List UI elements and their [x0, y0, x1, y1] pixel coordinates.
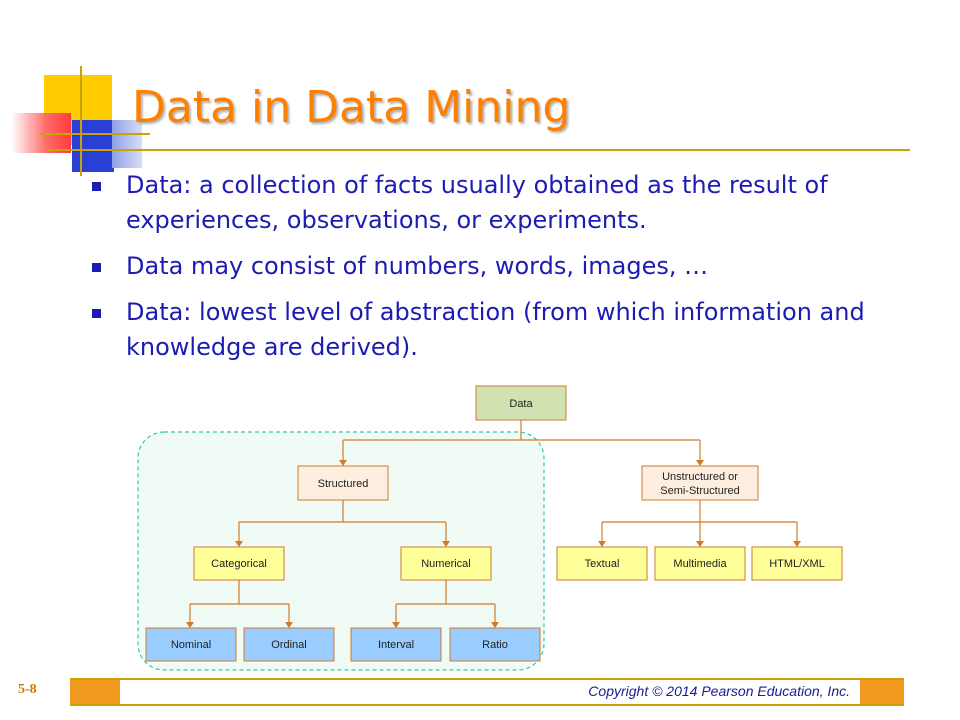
- connector-arrowheads: [186, 460, 801, 628]
- node-interval: Interval: [350, 627, 442, 662]
- node-html-xml: HTML/XML: [751, 546, 843, 581]
- node-unstructured: Unstructured or Semi-Structured: [641, 465, 759, 501]
- logo-vertical-line: [80, 66, 82, 176]
- footer-top-rule: [70, 678, 904, 680]
- title-divider: [48, 149, 910, 151]
- bullet-text: Data: a collection of facts usually obta…: [126, 171, 828, 234]
- structured-data-group: [137, 431, 545, 671]
- bullet-square-icon: [92, 309, 101, 318]
- logo-lavender-square: [112, 120, 142, 168]
- node-html-xml-label: HTML/XML: [769, 558, 825, 570]
- node-ordinal-label: Ordinal: [271, 639, 306, 651]
- logo-horizontal-line: [40, 133, 150, 135]
- node-nominal: Nominal: [145, 627, 237, 662]
- bullet-text: Data may consist of numbers, words, imag…: [126, 252, 709, 280]
- node-structured-label: Structured: [318, 478, 369, 490]
- bullet-item: Data: a collection of facts usually obta…: [92, 168, 952, 238]
- page-number: 5-8: [18, 682, 37, 697]
- node-interval-label: Interval: [378, 639, 414, 651]
- bullet-text: Data: lowest level of abstraction (from …: [126, 298, 865, 361]
- node-ratio: Ratio: [449, 627, 541, 662]
- footer-left-bar: [70, 680, 120, 704]
- bullet-square-icon: [92, 263, 101, 272]
- node-ratio-label: Ratio: [482, 639, 508, 651]
- footer-right-bar: [860, 680, 904, 704]
- node-categorical-label: Categorical: [211, 558, 267, 570]
- node-textual: Textual: [556, 546, 648, 581]
- footer-bottom-rule: [70, 704, 904, 706]
- node-structured: Structured: [297, 465, 389, 501]
- bullet-list: Data: a collection of facts usually obta…: [92, 168, 952, 376]
- bullet-item: Data may consist of numbers, words, imag…: [92, 249, 952, 284]
- node-data-label: Data: [509, 398, 533, 410]
- bullet-item: Data: lowest level of abstraction (from …: [92, 295, 952, 365]
- logo-blue-square: [72, 120, 114, 172]
- copyright-notice: Copyright © 2014 Pearson Education, Inc.: [588, 683, 850, 699]
- slide-title: Data in Data Mining: [132, 82, 571, 133]
- node-multimedia: Multimedia: [654, 546, 746, 581]
- node-textual-label: Textual: [585, 558, 620, 570]
- node-unstructured-label-line1: Unstructured or: [662, 471, 738, 483]
- node-multimedia-label: Multimedia: [673, 558, 727, 570]
- node-nominal-label: Nominal: [171, 639, 211, 651]
- node-data: Data: [475, 385, 567, 421]
- node-numerical: Numerical: [400, 546, 492, 581]
- node-numerical-label: Numerical: [421, 558, 471, 570]
- node-categorical: Categorical: [193, 546, 285, 581]
- bullet-square-icon: [92, 182, 101, 191]
- node-ordinal: Ordinal: [243, 627, 335, 662]
- node-unstructured-label-line2: Semi-Structured: [660, 485, 739, 497]
